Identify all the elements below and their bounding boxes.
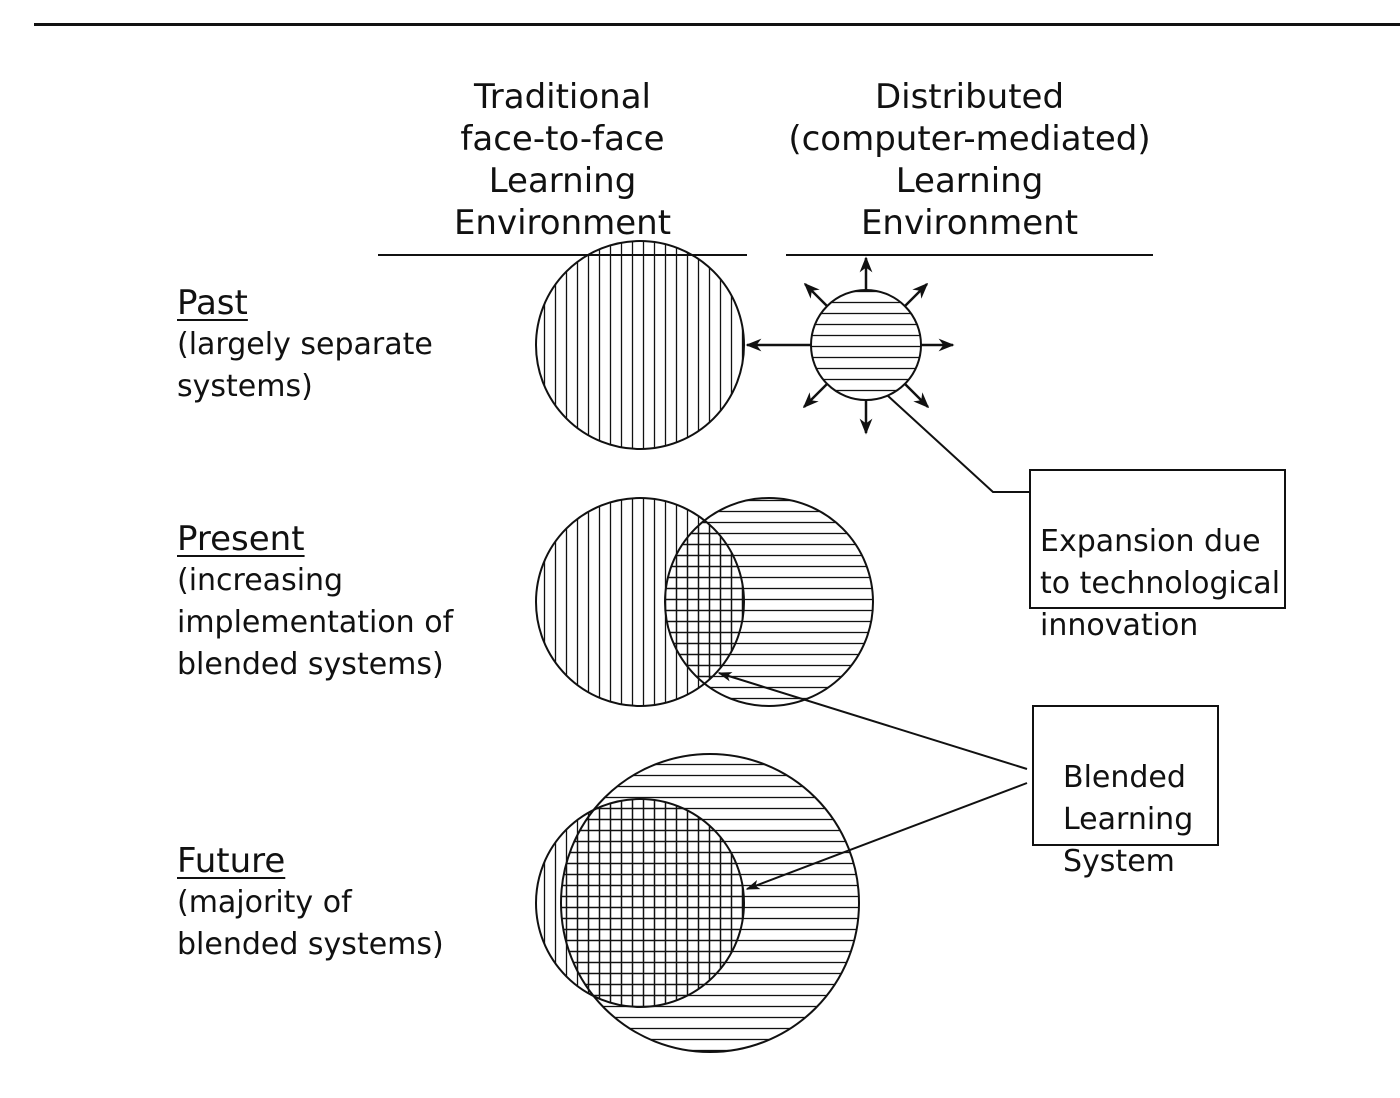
past-traditional-circle bbox=[535, 240, 745, 450]
blended-pointer-future bbox=[745, 782, 1028, 890]
present-overlap-region bbox=[665, 498, 744, 706]
era-past: Past (largely separate systems) bbox=[177, 282, 433, 408]
column-header-traditional: Traditional face-to-face Learning Enviro… bbox=[378, 76, 747, 256]
era-past-desc: (largely separate systems) bbox=[177, 327, 433, 404]
era-future-desc: (majority of blended systems) bbox=[177, 885, 444, 962]
expansion-arrow-up-right bbox=[904, 282, 929, 307]
blended-pointers bbox=[717, 672, 1028, 890]
expansion-arrow-down-left bbox=[802, 383, 828, 409]
era-past-title: Past bbox=[177, 283, 248, 323]
era-present: Present (increasing implementation of bl… bbox=[177, 518, 453, 686]
column-header-distributed-text: Distributed (computer-mediated) Learning… bbox=[788, 77, 1151, 243]
past-row bbox=[535, 240, 1029, 493]
blended-pointer-present bbox=[717, 672, 1028, 770]
future-distributed-outline bbox=[560, 753, 860, 1053]
callout-blended-learning-system: Blended Learning System bbox=[1032, 705, 1219, 879]
column-header-distributed: Distributed (computer-mediated) Learning… bbox=[786, 76, 1153, 256]
era-future-title: Future bbox=[177, 841, 286, 881]
callout-expansion-text: Expansion due to technological innovatio… bbox=[1040, 524, 1281, 643]
callout-blended-text: Blended Learning System bbox=[1063, 760, 1194, 879]
future-overlap-region bbox=[561, 799, 744, 1007]
column-header-underline bbox=[378, 254, 747, 256]
top-rule bbox=[34, 23, 1400, 26]
expansion-arrow-up-left bbox=[803, 282, 828, 307]
column-header-underline bbox=[786, 254, 1153, 256]
future-row bbox=[535, 753, 860, 1053]
present-row bbox=[535, 497, 874, 707]
present-traditional-outline bbox=[535, 497, 745, 707]
era-present-desc: (increasing implementation of blended sy… bbox=[177, 563, 454, 682]
era-future: Future (majority of blended systems) bbox=[177, 840, 444, 966]
column-header-traditional-text: Traditional face-to-face Learning Enviro… bbox=[453, 77, 672, 243]
callout-expansion: Expansion due to technological innovatio… bbox=[1029, 469, 1286, 643]
expansion-leader-line bbox=[887, 395, 1029, 493]
expansion-arrows bbox=[745, 256, 955, 435]
present-distributed-outline bbox=[664, 497, 874, 707]
future-traditional-outline bbox=[535, 798, 745, 1008]
past-distributed-circle bbox=[810, 289, 922, 401]
era-present-title: Present bbox=[177, 519, 305, 559]
expansion-arrow-down-right bbox=[904, 383, 930, 409]
